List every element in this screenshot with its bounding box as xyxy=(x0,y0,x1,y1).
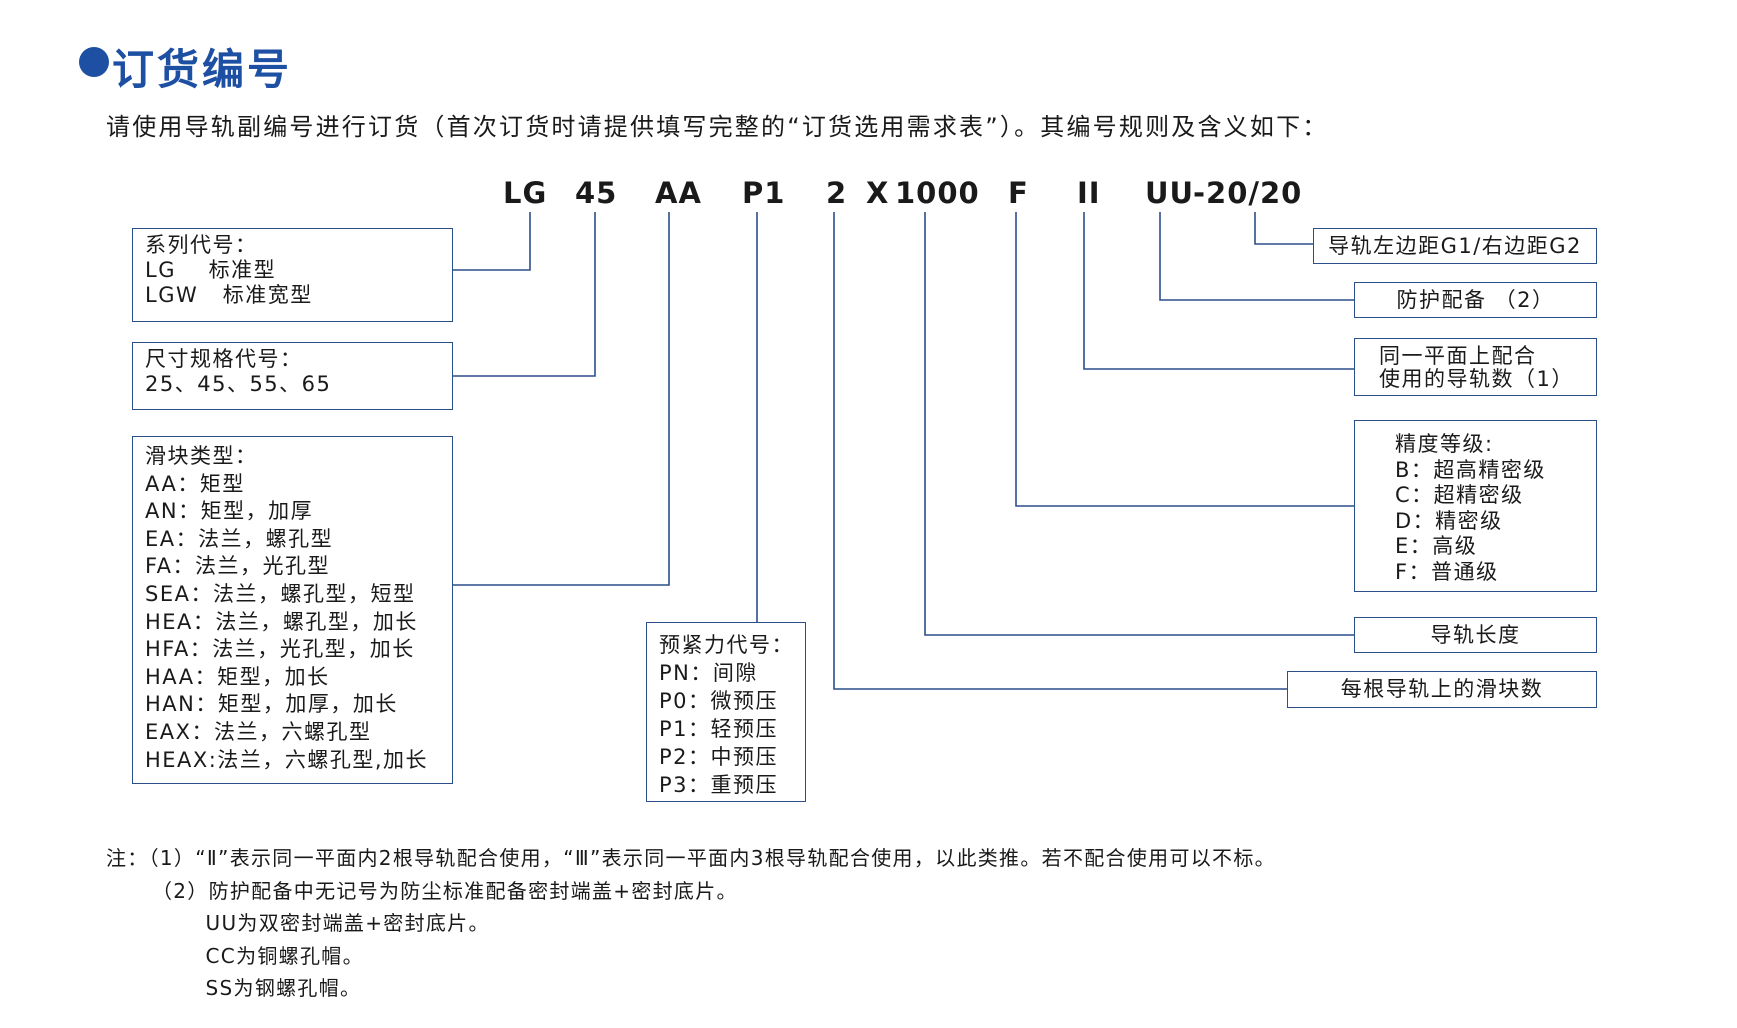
code-times: X xyxy=(866,176,890,210)
series-box: 系列代号： LG 标准型 LGW 标准宽型 xyxy=(132,228,453,322)
note-line: SS为钢螺孔帽。 xyxy=(106,976,362,1000)
preload-box-line: P1：轻预压 xyxy=(659,717,779,741)
code-block: AA xyxy=(655,176,702,210)
series-box-line: LGW 标准宽型 xyxy=(145,283,313,307)
block-type-line: AA：矩型 xyxy=(145,471,245,496)
preload-box-line: P0：微预压 xyxy=(659,689,779,713)
connector-length xyxy=(924,212,1354,636)
block-type-line: 滑块类型： xyxy=(145,444,258,468)
note-line: （2）防护配备中无记号为防尘标准配备密封端盖+密封底片。 xyxy=(106,878,738,903)
blocks-per-rail-box: 每根导轨上的滑块数 xyxy=(1287,671,1597,708)
preload-box: 预紧力代号： PN：间隙 P0：微预压 P1：轻预压 P2：中预压 P3：重预压 xyxy=(646,622,806,802)
connector-rails xyxy=(1083,212,1354,370)
notes: 注：（1）“Ⅱ”表示同一平面内2根导轨配合使用，“Ⅲ”表示同一平面内3根导轨配合… xyxy=(106,842,1276,1005)
code-size: 45 xyxy=(575,176,618,210)
preload-box-line: P2：中预压 xyxy=(659,745,779,769)
connector-count xyxy=(833,212,1287,690)
preload-box-line: P3：重预压 xyxy=(659,773,779,797)
preload-box-line: 预紧力代号： xyxy=(659,633,794,657)
accuracy-line: D：精密级 xyxy=(1395,508,1503,533)
note-line: 注：（1）“Ⅱ”表示同一平面内2根导轨配合使用，“Ⅲ”表示同一平面内3根导轨配合… xyxy=(106,846,1276,870)
connector-series xyxy=(453,212,531,271)
accuracy-line: 精度等级: xyxy=(1395,432,1494,456)
code-accuracy: F xyxy=(1008,176,1029,210)
series-box-line: LG 标准型 xyxy=(145,258,277,282)
code-series: LG xyxy=(503,176,548,210)
blocks-per-rail-label: 每根导轨上的滑块数 xyxy=(1340,677,1544,701)
rails-count-line: 使用的导轨数（1） xyxy=(1379,367,1574,391)
accuracy-line: E：高级 xyxy=(1395,534,1478,558)
accuracy-line: F：普通级 xyxy=(1395,559,1499,584)
intro-text: 请使用导轨副编号进行订货（首次订货时请提供填写完整的“订货选用需求表”）。其编号… xyxy=(106,113,1329,141)
connector-protection xyxy=(1159,212,1354,301)
code-count: 2 xyxy=(826,176,848,210)
block-type-line: EA：法兰，螺孔型 xyxy=(145,526,334,551)
block-type-line: EAX：法兰，六螺孔型 xyxy=(145,719,372,744)
rail-length-box: 导轨长度 xyxy=(1354,617,1597,653)
edge-distance-box: 导轨左边距G1/右边距G2 xyxy=(1313,228,1597,264)
code-rails: II xyxy=(1077,176,1101,210)
block-type-line: HEAX:法兰，六螺孔型,加长 xyxy=(145,747,429,772)
code-length: 1000 xyxy=(895,176,980,210)
rail-length-label: 导轨长度 xyxy=(1430,623,1521,647)
block-type-line: HFA：法兰，光孔型，加长 xyxy=(145,637,415,662)
size-box-line: 25、45、55、65 xyxy=(145,372,332,396)
block-type-line: AN：矩型，加厚 xyxy=(145,499,314,524)
accuracy-line: C：超精密级 xyxy=(1395,483,1524,507)
title-bullet xyxy=(79,47,109,77)
preload-box-line: PN：间隙 xyxy=(659,661,758,685)
rails-count-box: 同一平面上配合 使用的导轨数（1） xyxy=(1354,338,1597,396)
code-protection: UU xyxy=(1145,176,1195,210)
accuracy-line: B：超高精密级 xyxy=(1395,457,1546,482)
note-line: UU为双密封端盖+密封底片。 xyxy=(106,911,490,935)
edge-distance-label: 导轨左边距G1/右边距G2 xyxy=(1328,234,1582,258)
protection-box: 防护配备 （2） xyxy=(1354,282,1597,318)
accuracy-box: 精度等级: B：超高精密级 C：超精密级 D：精密级 E：高级 F：普通级 xyxy=(1354,420,1597,592)
block-type-box: 滑块类型： AA：矩型 AN：矩型，加厚 EA：法兰，螺孔型 FA：法兰，光孔型… xyxy=(132,436,453,784)
block-type-line: SEA：法兰，螺孔型，短型 xyxy=(145,581,416,606)
code-edge: -20/20 xyxy=(1193,176,1303,210)
note-line: CC为铜螺孔帽。 xyxy=(106,943,364,968)
size-box: 尺寸规格代号： 25、45、55、65 xyxy=(132,342,453,410)
protection-label: 防护配备 （2） xyxy=(1396,288,1555,312)
connector-edge xyxy=(1254,212,1313,245)
page-title: 订货编号 xyxy=(112,45,293,94)
code-preload: P1 xyxy=(742,176,786,210)
connector-accuracy xyxy=(1015,212,1354,507)
block-type-line: FA：法兰，光孔型 xyxy=(145,554,331,579)
block-type-line: HAN：矩型，加厚，加长 xyxy=(145,692,398,717)
rails-count-line: 同一平面上配合 xyxy=(1379,344,1537,368)
block-type-line: HAA：矩型，加长 xyxy=(145,664,330,689)
series-box-line: 系列代号： xyxy=(145,233,258,257)
connector-block xyxy=(453,212,670,586)
size-box-line: 尺寸规格代号： xyxy=(145,347,303,371)
connector-size xyxy=(453,212,596,377)
block-type-line: HEA：法兰，螺孔型，加长 xyxy=(145,609,418,634)
